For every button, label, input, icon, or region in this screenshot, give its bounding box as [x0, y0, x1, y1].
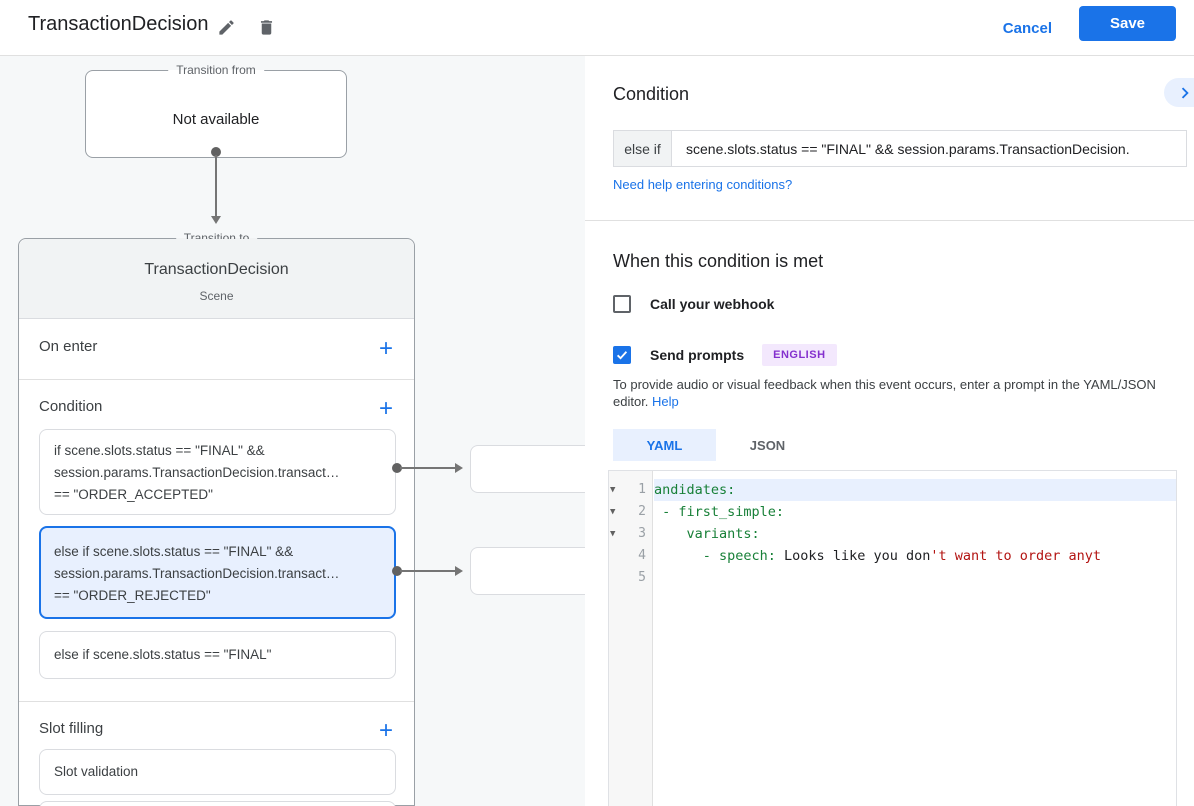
save-button[interactable]: Save — [1079, 6, 1176, 41]
send-prompts-checkbox-row[interactable]: Send prompts ENGLISH — [613, 344, 837, 366]
connector-dot — [211, 147, 221, 157]
code-line[interactable] — [654, 567, 1176, 589]
code-token: andidates: — [654, 482, 736, 498]
code-line[interactable]: variants: — [654, 523, 1176, 545]
divider — [19, 379, 414, 380]
condition-card-rejected-selected[interactable]: else if scene.slots.status == "FINAL" &&… — [39, 526, 396, 619]
slot-filling-section: Slot filling + — [19, 708, 414, 748]
condition-input[interactable] — [672, 130, 1187, 167]
code-token: - speech: — [654, 548, 776, 564]
code-line[interactable]: - first_simple: — [654, 501, 1176, 523]
fold-arrow-icon[interactable]: ▼ — [610, 529, 616, 539]
scene-card: Transition to TransactionDecision Scene … — [18, 231, 415, 806]
arrow-right-icon — [455, 566, 463, 576]
condition-card-accepted[interactable]: if scene.slots.status == "FINAL" && sess… — [39, 429, 396, 515]
connector-line — [215, 155, 217, 218]
connector-line — [400, 467, 457, 469]
tab-yaml[interactable]: YAML — [613, 429, 716, 461]
fold-arrow-icon[interactable]: ▼ — [610, 507, 616, 517]
add-on-enter-button[interactable]: + — [370, 333, 402, 365]
condition-text: session.params.TransactionDecision.trans… — [54, 465, 340, 480]
chevron-right-icon — [1174, 82, 1194, 104]
code-token: - first_simple: — [654, 504, 785, 520]
editor-hint-text: To provide audio or visual feedback when… — [613, 377, 1156, 409]
code-token: Looks like you don — [775, 548, 931, 564]
checkmark-icon — [615, 348, 629, 362]
code-line[interactable]: andidates: — [654, 479, 1176, 501]
slot-validation-card[interactable]: Slot validation — [39, 749, 396, 795]
line-number: 4 — [638, 548, 646, 563]
arrow-right-icon — [455, 463, 463, 473]
editor-gutter: ▼ 1 ▼ 2 ▼ 3 4 5 — [609, 471, 653, 806]
condition-card-final[interactable]: else if scene.slots.status == "FINAL" — [39, 631, 396, 679]
slot-validation-label: Slot validation — [54, 764, 139, 779]
condition-prefix: else if — [613, 130, 672, 167]
tab-json[interactable]: JSON — [749, 437, 786, 453]
on-enter-section: On enter + — [19, 319, 414, 379]
on-enter-label: On enter — [39, 338, 98, 355]
scene-card-subtitle: Scene — [199, 289, 234, 303]
send-prompts-checkbox[interactable] — [613, 346, 631, 364]
webhook-label: Call your webhook — [650, 296, 775, 312]
page-title: TransactionDecision — [28, 13, 209, 35]
conditions-help-link[interactable]: Need help entering conditions? — [613, 177, 793, 192]
pencil-icon — [217, 18, 236, 37]
line-number: 1 — [638, 482, 646, 497]
condition-label: Condition — [39, 398, 103, 415]
condition-input-row: else if — [613, 130, 1187, 167]
condition-text: == "ORDER_ACCEPTED" — [54, 487, 213, 502]
line-number: 5 — [638, 570, 646, 585]
editor-hint: To provide audio or visual feedback when… — [613, 376, 1178, 410]
edit-scene-button[interactable] — [212, 13, 240, 41]
condition-text: == "ORDER_REJECTED" — [54, 588, 211, 603]
collapse-panel-button[interactable] — [1164, 78, 1194, 107]
transition-target-box[interactable] — [470, 547, 585, 595]
delete-scene-button[interactable] — [252, 13, 280, 41]
connector-line — [400, 570, 457, 572]
scene-card-title: TransactionDecision — [144, 261, 289, 278]
language-badge: ENGLISH — [762, 344, 837, 366]
add-slot-button[interactable]: + — [370, 715, 402, 747]
line-number: 3 — [638, 526, 646, 541]
fold-arrow-icon[interactable]: ▼ — [610, 485, 616, 495]
condition-text: else if scene.slots.status == "FINAL" && — [54, 544, 294, 559]
transition-from-box[interactable]: Transition from Not available — [85, 63, 347, 158]
webhook-checkbox-row[interactable]: Call your webhook — [613, 295, 774, 313]
condition-text: session.params.TransactionDecision.trans… — [54, 566, 340, 581]
condition-detail-panel: Condition else if Need help entering con… — [585, 56, 1194, 806]
divider — [585, 220, 1194, 221]
condition-section: Condition + — [19, 386, 414, 426]
scene-card-header[interactable]: TransactionDecision Scene — [19, 239, 414, 319]
webhook-checkbox[interactable] — [613, 295, 631, 313]
top-bar: TransactionDecision Cancel Save — [0, 0, 1194, 56]
help-link[interactable]: Help — [652, 394, 679, 409]
arrow-down-icon — [211, 216, 221, 224]
slot-filling-label: Slot filling — [39, 720, 104, 737]
connector-dot — [392, 566, 402, 576]
code-token: variants: — [654, 526, 760, 542]
condition-text: else if scene.slots.status == "FINAL" — [54, 647, 272, 662]
trash-icon — [257, 18, 276, 37]
flow-canvas: Transition from Not available Transition… — [0, 56, 585, 806]
yaml-code-editor[interactable]: ▼ 1 ▼ 2 ▼ 3 4 5 andidates: - — [608, 470, 1177, 806]
editor-tabs: YAML JSON — [613, 429, 819, 461]
transition-from-legend: Transition from — [168, 63, 264, 77]
code-line[interactable]: - speech: Looks like you don't want to o… — [654, 545, 1176, 567]
cancel-button[interactable]: Cancel — [985, 10, 1070, 46]
send-prompts-label: Send prompts — [650, 347, 745, 363]
when-condition-heading: When this condition is met — [613, 251, 824, 271]
line-number: 2 — [638, 504, 646, 519]
condition-text: if scene.slots.status == "FINAL" && — [54, 443, 265, 458]
transition-from-value: Not available — [172, 111, 260, 128]
connector-dot — [392, 463, 402, 473]
code-token: 't want to order anyt — [930, 548, 1102, 564]
panel-title: Condition — [613, 84, 690, 104]
partial-card — [39, 801, 396, 806]
transition-target-box[interactable] — [470, 445, 585, 493]
add-condition-button[interactable]: + — [370, 393, 402, 425]
divider — [19, 701, 414, 702]
